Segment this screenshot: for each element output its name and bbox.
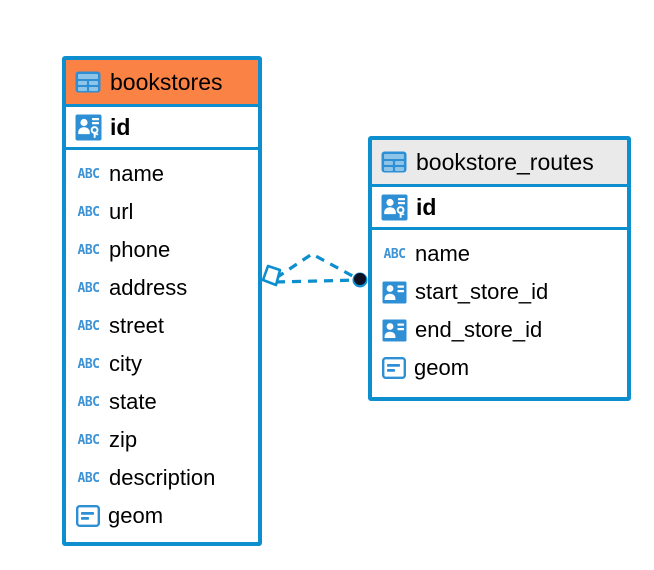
field-label: description: [109, 465, 216, 490]
abc-text-icon: ABC: [77, 356, 100, 372]
filled-circle-marker-ring: [352, 272, 368, 288]
abc-text-icon: ABC: [383, 246, 406, 262]
field-row[interactable]: geom: [66, 497, 258, 535]
primary-key-row[interactable]: id: [372, 184, 627, 230]
relationship-connector[interactable]: [250, 238, 380, 318]
field-row[interactable]: ABC address: [66, 269, 258, 307]
field-label: end_store_id: [415, 317, 543, 342]
abc-text-icon: ABC: [77, 394, 100, 410]
abc-text-icon: ABC: [77, 204, 100, 220]
field-row[interactable]: ABC url: [66, 193, 258, 231]
table-icon: [381, 151, 407, 173]
field-label: city: [109, 351, 142, 376]
field-row[interactable]: start_store_id: [372, 273, 627, 311]
field-label: address: [109, 275, 188, 300]
entity-header-bookstores[interactable]: bookstores: [66, 60, 258, 104]
field-label: state: [109, 389, 157, 414]
entity-title: bookstores: [110, 68, 223, 95]
field-row[interactable]: ABC state: [66, 383, 258, 421]
primary-key-row[interactable]: id: [66, 104, 258, 150]
foreign-key-icon: [382, 281, 407, 304]
foreign-key-icon: [382, 319, 407, 342]
field-row[interactable]: ABC phone: [66, 231, 258, 269]
filled-circle-marker: [354, 273, 366, 285]
field-row[interactable]: ABC description: [66, 459, 258, 497]
field-label: geom: [108, 503, 164, 528]
entity-bookstore-routes[interactable]: bookstore_routes id ABC: [368, 136, 631, 401]
abc-text-icon: ABC: [77, 470, 100, 486]
primary-key-label: id: [110, 113, 131, 140]
field-label: name: [415, 241, 471, 266]
field-row[interactable]: end_store_id: [372, 311, 627, 349]
geometry-icon: [76, 505, 100, 527]
field-row[interactable]: geom: [372, 349, 627, 387]
field-label: url: [109, 199, 134, 224]
primary-key-icon: [381, 194, 408, 221]
abc-text-icon: ABC: [77, 318, 100, 334]
abc-text-icon: ABC: [77, 280, 100, 296]
relationship-line-upper: [275, 252, 361, 282]
field-row[interactable]: ABC city: [66, 345, 258, 383]
rhombus-marker: [261, 264, 282, 287]
field-list-bookstores: ABC name ABC url ABC phone ABC: [66, 150, 258, 539]
table-icon: [75, 71, 101, 93]
geometry-icon: [382, 357, 406, 379]
field-list-bookstore-routes: ABC name start_store_id: [372, 230, 627, 391]
field-row[interactable]: ABC name: [372, 235, 627, 273]
abc-text-icon: ABC: [77, 242, 100, 258]
relationship-line-lower: [275, 278, 361, 284]
field-row[interactable]: ABC name: [66, 155, 258, 193]
field-label: phone: [109, 237, 171, 262]
abc-text-icon: ABC: [77, 432, 100, 448]
entity-header-bookstore-routes[interactable]: bookstore_routes: [372, 140, 627, 184]
field-label: geom: [414, 355, 470, 380]
field-label: zip: [109, 427, 138, 452]
primary-key-label: id: [416, 193, 437, 220]
field-label: street: [109, 313, 165, 338]
primary-key-icon: [75, 114, 102, 141]
field-label: start_store_id: [415, 279, 549, 304]
field-row[interactable]: ABC zip: [66, 421, 258, 459]
entity-bookstores[interactable]: bookstores id ABC: [62, 56, 262, 546]
field-label: name: [109, 161, 165, 186]
abc-text-icon: ABC: [77, 166, 100, 182]
field-row[interactable]: ABC street: [66, 307, 258, 345]
entity-title: bookstore_routes: [416, 148, 594, 175]
